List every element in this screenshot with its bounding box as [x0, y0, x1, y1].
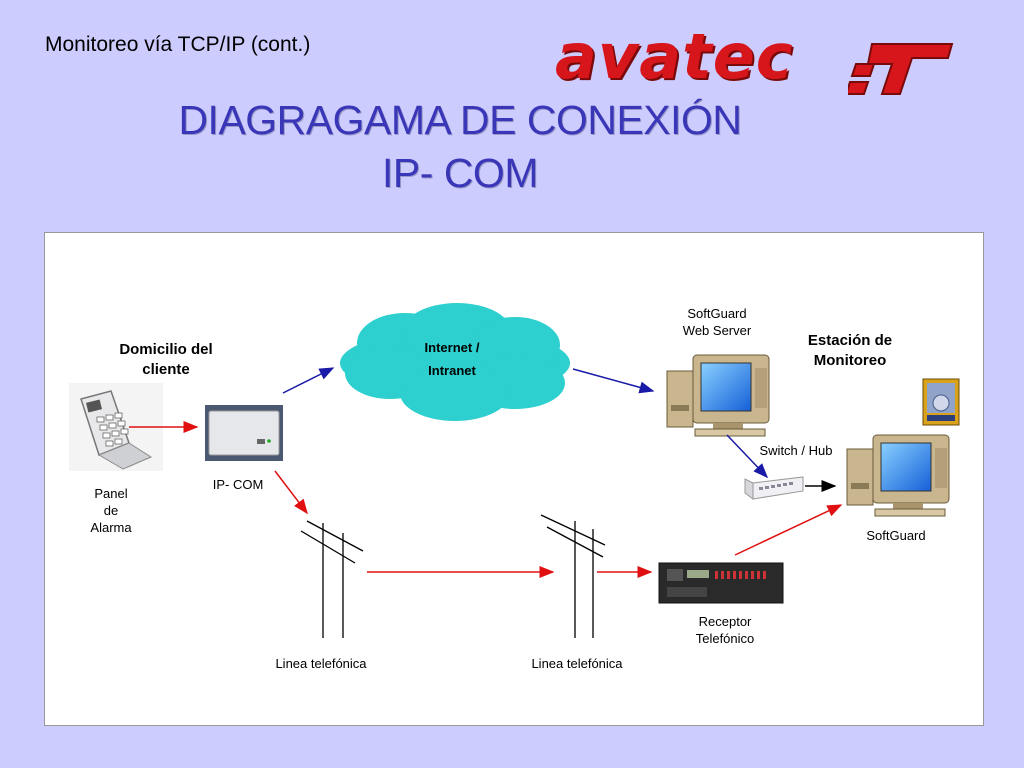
phone-line-label-2: Linea telefónica: [531, 656, 623, 671]
alarm-panel-label-line2: de: [103, 503, 119, 518]
monitoring-station-label-line2: Monitoreo: [813, 352, 887, 369]
alarm-panel-label: Panel de Alarma: [81, 485, 141, 536]
slide-subtitle: Monitoreo vía TCP/IP (cont.): [45, 33, 311, 56]
cloud-label-line2: Intranet: [428, 363, 476, 378]
client-home-label: Domicilio del cliente: [119, 341, 213, 378]
monitoring-station-label: Estación de Monitoreo: [785, 331, 915, 371]
internet-cloud-icon: [340, 303, 570, 421]
cloud-label: Internet / Intranet: [400, 340, 504, 378]
slide-title-line2: IP- COM: [382, 150, 538, 196]
web-server-label-line2: Web Server: [682, 323, 752, 338]
monitoring-station-label-line1: Estación de: [807, 332, 893, 349]
softguard-computer-icon: [846, 434, 950, 517]
ipcom-label: IP- COM: [212, 477, 264, 492]
avatec-logo: avatec: [555, 20, 794, 93]
softguard-label: SoftGuard: [866, 528, 926, 543]
diagram-panel: Internet / Intranet Domicilio del client…: [44, 232, 984, 726]
avatec-logo-mark: [848, 43, 954, 95]
alarm-keypad-icon: [69, 383, 163, 471]
telephone-pole-icon-1: [300, 520, 364, 638]
switch-hub-icon: [744, 476, 804, 500]
switch-hub-label: Switch / Hub: [759, 443, 833, 458]
softguard-software-box-icon: [922, 378, 960, 426]
alarm-panel-label-line3: Alarma: [90, 520, 132, 535]
phone-receiver-icon: [658, 562, 784, 604]
receiver-label-line2: Telefónico: [695, 631, 755, 646]
phone-line-label-1: Linea telefónica: [275, 656, 367, 671]
web-server-label-line1: SoftGuard: [687, 306, 747, 321]
ipcom-device-icon: [205, 405, 283, 461]
telephone-pole-icon-2: [540, 514, 606, 638]
alarm-panel-label-line1: Panel: [94, 486, 128, 501]
web-server-computer-icon: [666, 354, 770, 437]
receiver-label: Receptor Telefónico: [675, 613, 775, 647]
slide-title-line1: DIAGRAGAMA DE CONEXIÓN: [178, 97, 742, 143]
receiver-label-line1: Receptor: [698, 614, 752, 629]
cloud-label-line1: Internet /: [424, 340, 480, 355]
connector-arrows: [129, 367, 843, 578]
web-server-label: SoftGuard Web Server: [667, 305, 767, 339]
